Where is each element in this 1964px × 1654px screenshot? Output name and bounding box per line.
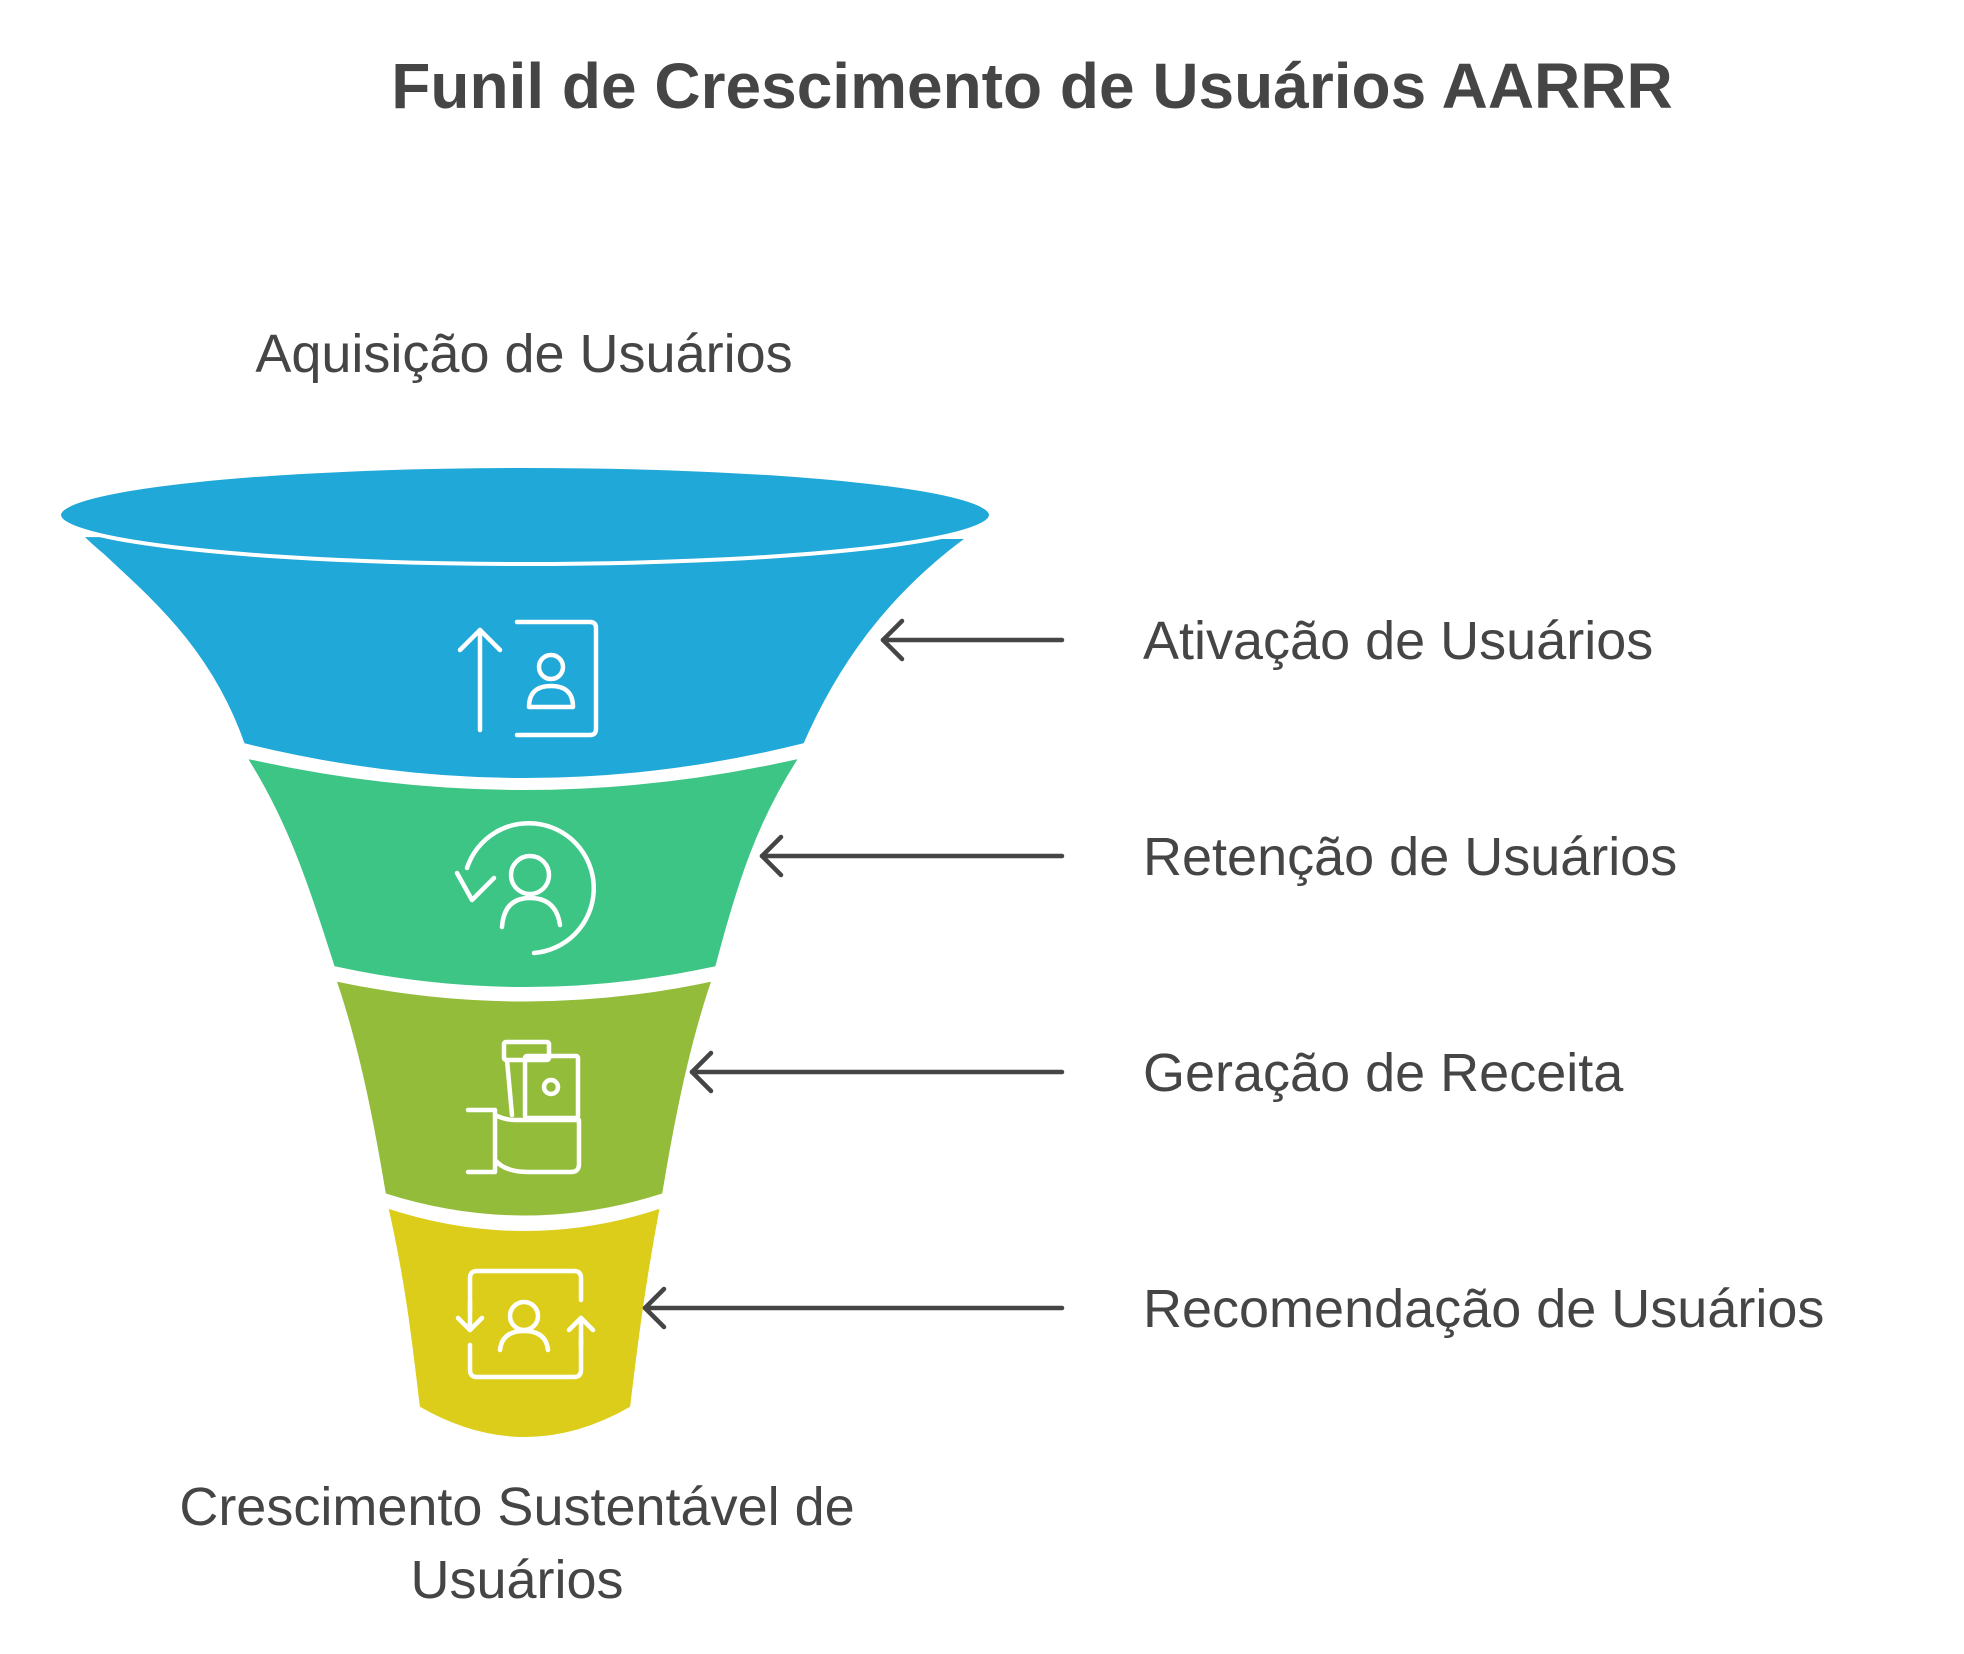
stage-arrows <box>642 618 1065 1330</box>
funnel-segment-referral <box>383 1202 665 1441</box>
user-referral-exchange-icon <box>455 1268 596 1380</box>
arrow-retention <box>759 834 1065 878</box>
arrow-revenue <box>689 1050 1065 1094</box>
funnel-segment-retention <box>239 752 807 991</box>
arrow-activation <box>880 618 1065 662</box>
user-profile-upload-icon <box>457 619 599 738</box>
funnel-bottom-label-line2: Usuários <box>410 1550 623 1610</box>
hand-holding-money-icon <box>465 1039 582 1175</box>
stage-label-activation: Ativação de Usuários <box>1143 611 1653 671</box>
funnel-top-label: Aquisição de Usuários <box>255 324 792 384</box>
funnel-segment-activation <box>75 532 977 782</box>
funnel-bottom-label-line1: Crescimento Sustentável de <box>179 1477 854 1537</box>
stage-label-revenue: Geração de Receita <box>1143 1043 1624 1103</box>
arrow-referral <box>642 1286 1065 1330</box>
user-retention-cycle-icon <box>454 820 596 956</box>
stage-label-retention: Retenção de Usuários <box>1143 827 1677 887</box>
funnel <box>57 464 993 1441</box>
page-title: Funil de Crescimento de Usuários AARRR <box>391 50 1672 122</box>
funnel-rim <box>57 464 993 566</box>
stage-label-referral: Recomendação de Usuários <box>1143 1279 1824 1339</box>
